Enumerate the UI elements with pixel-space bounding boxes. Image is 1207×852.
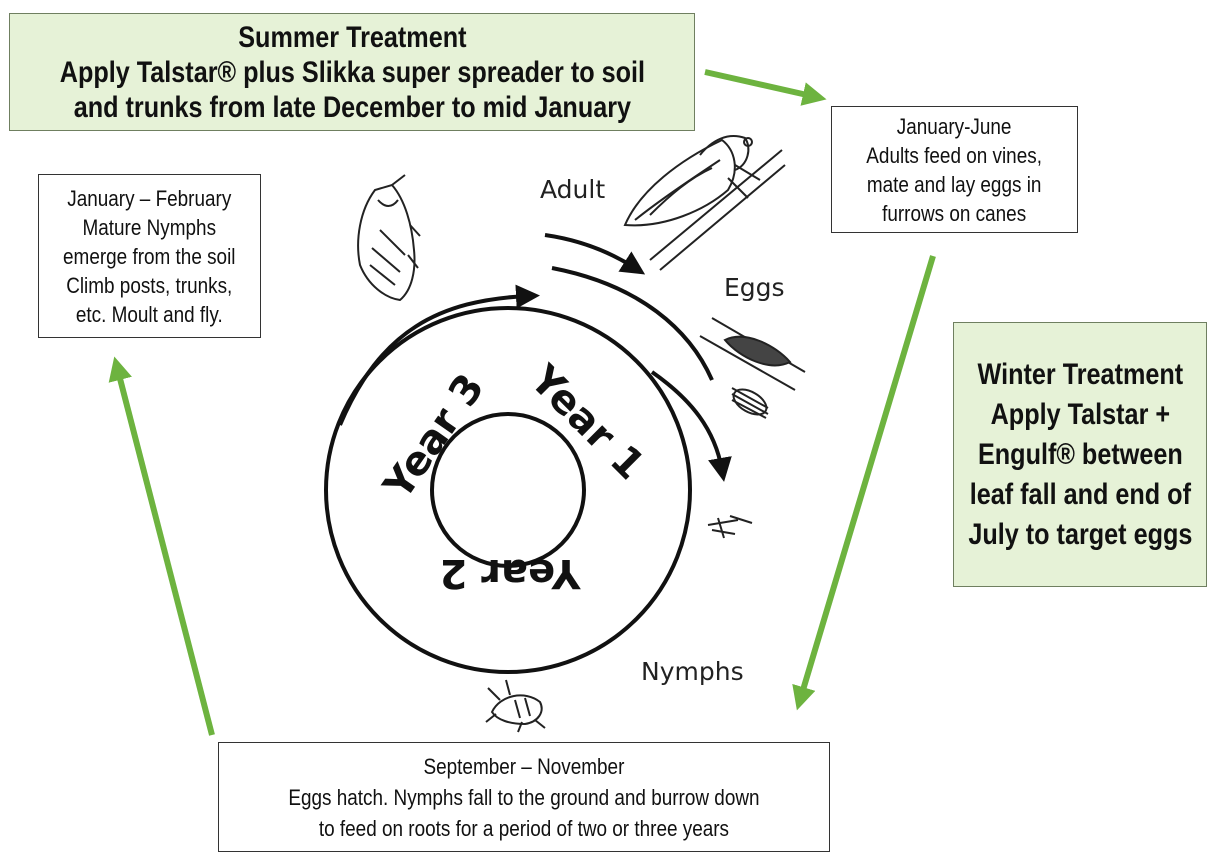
stage-label-eggs: Eggs: [724, 273, 785, 302]
egg-furrow-icon: [700, 318, 805, 390]
outer-cycle-ring: [326, 308, 690, 672]
winter-line-3: Engulf® between: [968, 435, 1192, 475]
cicada-adult-icon: [625, 136, 785, 270]
year-2-label: Year 2: [440, 550, 582, 596]
summer-line-3: and trunks from late December to mid Jan…: [59, 90, 644, 125]
summer-line-2: Apply Talstar® plus Slikka super spreade…: [59, 55, 644, 90]
summer-treatment-box: Summer Treatment Apply Talstar® plus Sli…: [9, 13, 695, 131]
jan-feb-line-4: Climb posts, trunks,: [63, 271, 235, 300]
jan-feb-line-1: January – February: [63, 184, 235, 213]
winter-line-2: Apply Talstar +: [968, 395, 1192, 435]
nymph-icon: [486, 680, 545, 732]
adult-to-hatch-arrow: [800, 256, 933, 700]
stage-label-nymphs: Nymphs: [641, 657, 744, 686]
sep-nov-line-2: Eggs hatch. Nymphs fall to the ground an…: [288, 782, 759, 813]
winter-line-4: leaf fall and end of: [968, 475, 1192, 515]
january-june-box: January-June Adults feed on vines, mate …: [831, 106, 1078, 233]
summer-line-1: Summer Treatment: [59, 20, 644, 55]
stage-label-adult: Adult: [540, 175, 605, 204]
adult-arrow: [545, 235, 635, 268]
sep-nov-line-3: to feed on roots for a period of two or …: [288, 813, 759, 844]
jan-june-line-4: furrows on canes: [867, 199, 1043, 228]
jan-june-line-2: Adults feed on vines,: [867, 141, 1043, 170]
hatchling-icon: [708, 516, 752, 538]
winter-line-5: July to target eggs: [968, 515, 1192, 555]
winter-line-1: Winter Treatment: [968, 355, 1192, 395]
summer-to-adult-arrow: [705, 72, 816, 97]
jan-june-line-3: mate and lay eggs in: [867, 170, 1043, 199]
jan-feb-line-5: etc. Moult and fly.: [63, 300, 235, 329]
jan-feb-line-2: Mature Nymphs: [63, 213, 235, 242]
jan-june-line-1: January-June: [867, 112, 1043, 141]
september-november-box: September – November Eggs hatch. Nymphs …: [218, 742, 830, 852]
winter-treatment-box: Winter Treatment Apply Talstar + Engulf®…: [953, 322, 1207, 587]
hatch-to-emerge-arrow: [117, 367, 212, 735]
eggs-arrow: [552, 268, 712, 380]
year-labels: Year 3 Year 1 Year 2: [375, 356, 654, 596]
egg-cluster-icon: [729, 384, 770, 419]
sep-nov-line-1: September – November: [288, 751, 759, 782]
emerging-nymph-icon: [358, 175, 420, 300]
jan-feb-line-3: emerge from the soil: [63, 242, 235, 271]
january-february-box: January – February Mature Nymphs emerge …: [38, 174, 261, 338]
